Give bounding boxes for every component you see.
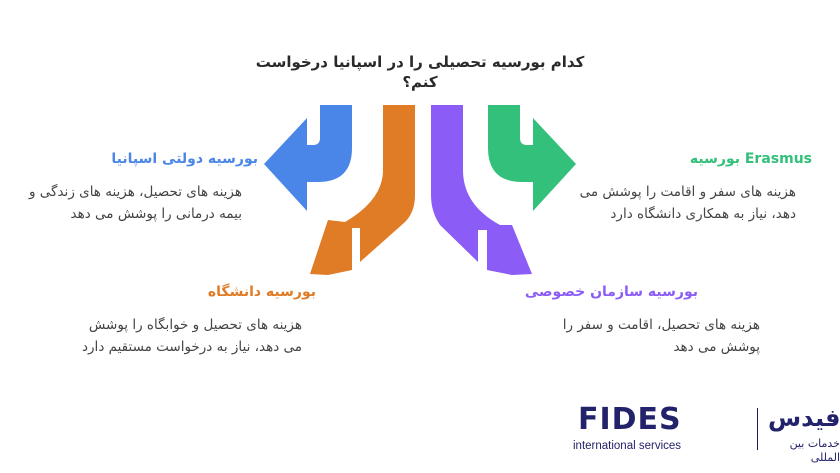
logo-persian-sub: خدمات بین المللی	[789, 437, 840, 464]
logo-persian-name: فیدس	[768, 404, 840, 432]
option-label-government: بورسیه دولتی اسپانیا	[111, 151, 258, 167]
purple-arrow-icon	[431, 105, 532, 275]
green-arrow-icon	[488, 105, 576, 211]
blue-arrow-icon	[264, 105, 352, 211]
option-label-private: بورسیه سازمان خصوصی	[524, 284, 698, 300]
option-desc-private: هزینه های تحصیل، اقامت و سفر را پوشش می …	[562, 317, 760, 355]
option-label-university: بورسیه دانشگاه	[207, 284, 316, 300]
diagram-title: کدام بورسیه تحصیلی را در اسپانیا درخواست…	[255, 53, 585, 91]
option-desc-erasmus: هزینه های سفر و اقامت را پوشش می دهد، نی…	[579, 184, 796, 222]
logo-english-sub: international services	[573, 440, 682, 452]
option-label-erasmus: Erasmus بورسیه	[689, 151, 812, 167]
logo-english-name: FIDES	[578, 402, 682, 437]
option-desc-university: هزینه های تحصیل و خوابگاه را پوشش می دهد…	[82, 317, 302, 355]
option-desc-government: هزینه های تحصیل، هزینه های زندگی و بیمه …	[28, 184, 242, 222]
orange-arrow-icon	[310, 105, 415, 275]
logo-divider	[757, 408, 758, 450]
